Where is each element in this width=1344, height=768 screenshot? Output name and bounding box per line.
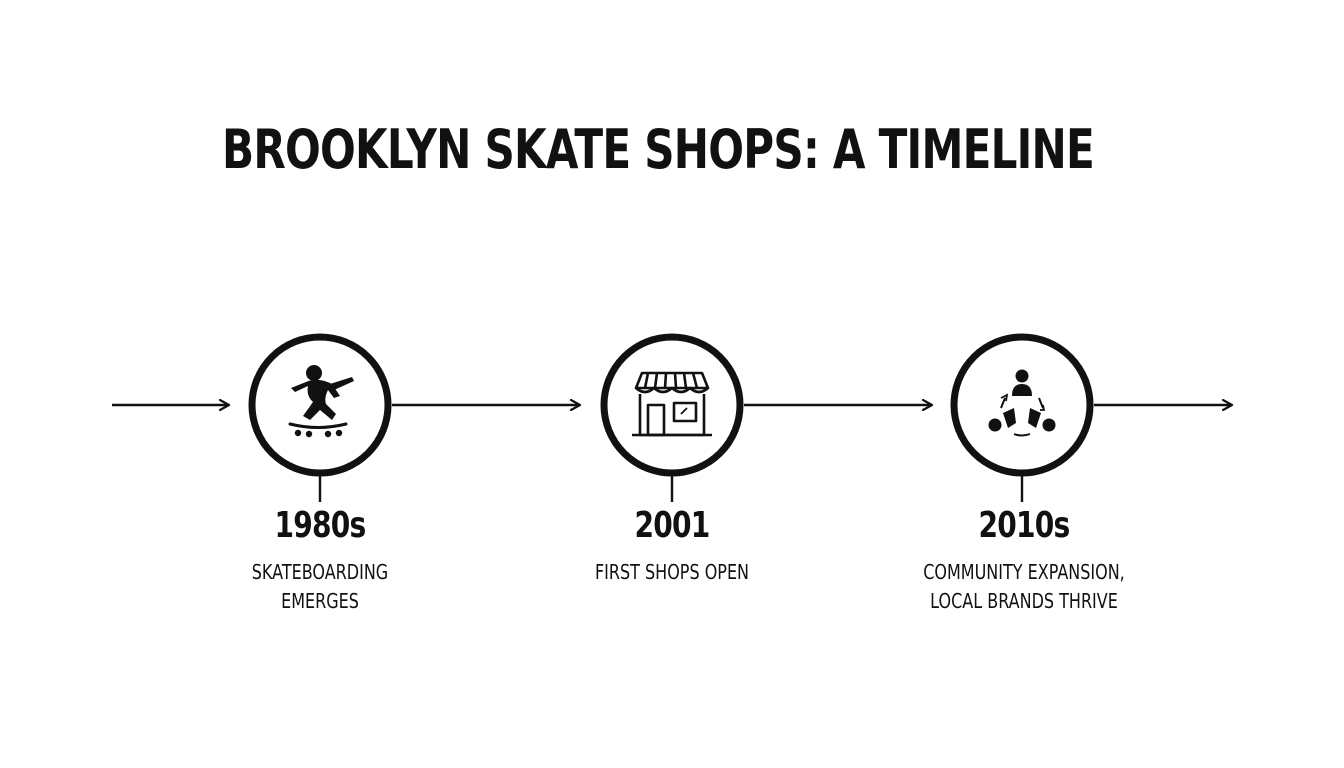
milestone-description-line: FIRST SHOPS OPEN xyxy=(594,560,750,584)
milestone-node-1980s xyxy=(248,333,392,502)
storefront-icon xyxy=(632,371,712,437)
milestone-description-line: LOCAL BRANDS THRIVE xyxy=(930,589,1118,613)
milestone-year: 1980s xyxy=(274,505,367,546)
milestone-node-2010s xyxy=(950,333,1094,502)
milestone-label-2001: 2001 FIRST SHOPS OPEN xyxy=(522,506,822,587)
milestone-description-line: SKATEBOARDING xyxy=(251,560,389,584)
milestone-label-2010s: 2010s COMMUNITY EXPANSION, LOCAL BRANDS … xyxy=(874,506,1174,616)
page-title: BROOKLYN SKATE SHOPS: A TIMELINE xyxy=(222,118,1095,181)
milestone-description-line: EMERGES xyxy=(281,589,359,613)
skateboarder-icon xyxy=(288,365,354,438)
milestone-description-line: COMMUNITY EXPANSION, xyxy=(923,560,1125,584)
milestone-description: FIRST SHOPS OPEN xyxy=(552,558,792,587)
milestone-description: SKATEBOARDING EMERGES xyxy=(200,558,440,616)
community-cycle-icon xyxy=(988,369,1056,437)
milestone-node-2001 xyxy=(600,333,744,502)
milestone-year: 2001 xyxy=(634,505,710,546)
milestone-circle xyxy=(600,333,744,477)
milestone-circle xyxy=(950,333,1094,477)
milestone-year: 2010s xyxy=(978,505,1071,546)
milestone-label-1980s: 1980s SKATEBOARDING EMERGES xyxy=(170,506,470,616)
milestone-description: COMMUNITY EXPANSION, LOCAL BRANDS THRIVE xyxy=(904,558,1144,616)
